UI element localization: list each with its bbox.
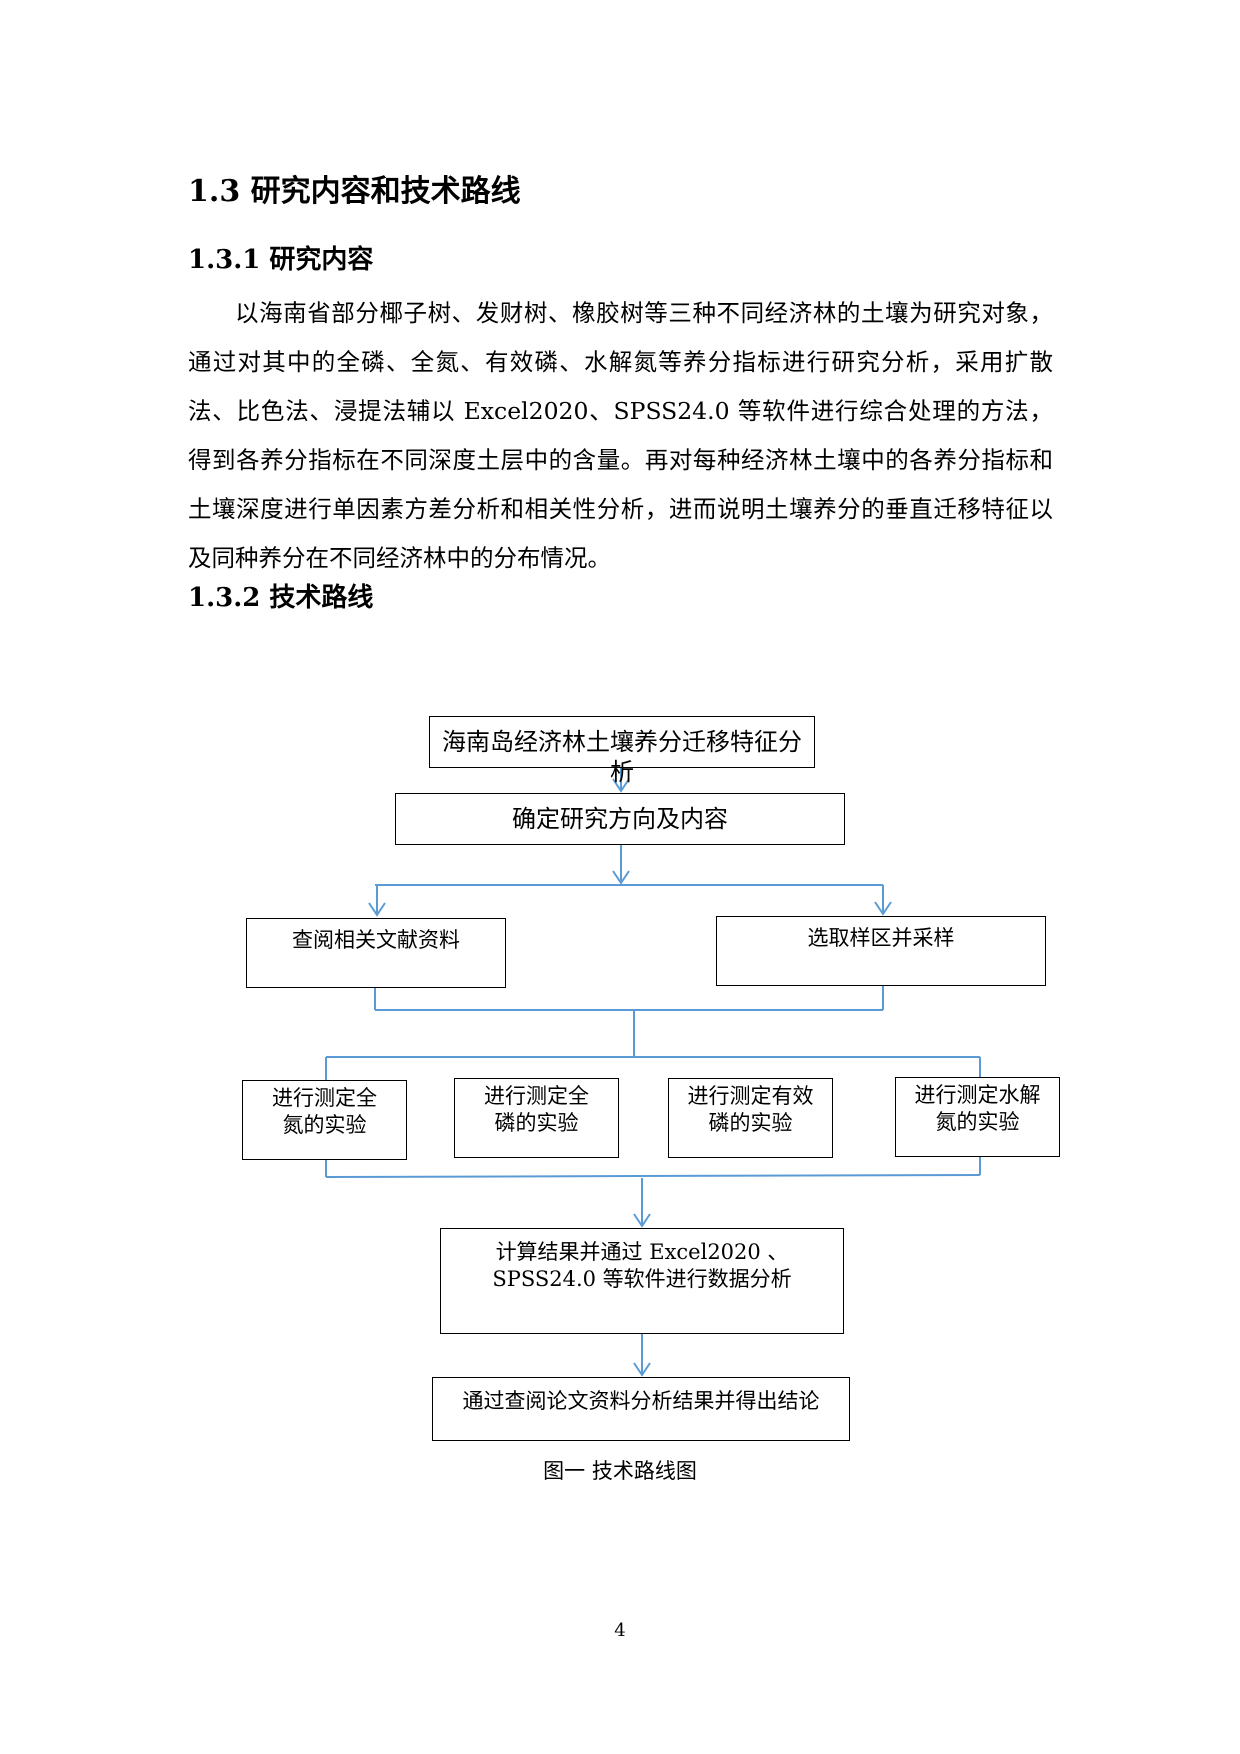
subsection-heading-route: 1.3.2 技术路线 <box>188 583 374 613</box>
arrow-head <box>612 778 630 793</box>
flow-box-exp-total-phosphorus: 进行测定全磷的实验 <box>454 1078 619 1158</box>
arrow-head <box>633 1213 651 1228</box>
flow-box-exp-total-nitrogen: 进行测定全氮的实验 <box>242 1080 407 1160</box>
section-heading: 1.3 研究内容和技术路线 <box>188 174 521 209</box>
figure-caption: 图一 技术路线图 <box>543 1459 697 1483</box>
flow-box-conclusion: 通过查阅论文资料分析结果并得出结论 <box>432 1377 850 1441</box>
arrow-head <box>368 902 386 917</box>
flow-box-data-analysis: 计算结果并通过 Excel2020 、 SPSS24.0 等软件进行数据分析 <box>440 1228 844 1334</box>
arrow-head <box>633 1362 651 1377</box>
research-content-paragraph: 以海南省部分椰子树、发财树、橡胶树等三种不同经济林的土壤为研究对象，通过对其中的… <box>188 299 1053 572</box>
arrow-head <box>874 901 892 916</box>
flow-box-topic: 海南岛经济林土壤养分迁移特征分析 <box>429 716 815 786</box>
arrow-head <box>612 870 630 885</box>
flow-box-sampling: 选取样区并采样 <box>716 916 1046 986</box>
subsection-heading-content: 1.3.1 研究内容 <box>188 245 374 275</box>
merge-line-experiments <box>325 1174 981 1178</box>
flow-box-exp-available-phosphorus: 进行测定有效磷的实验 <box>668 1078 833 1158</box>
flow-box-literature: 查阅相关文献资料 <box>246 918 506 988</box>
flow-box-direction: 确定研究方向及内容 <box>395 793 845 845</box>
flow-box-exp-hydrolyzable-nitrogen: 进行测定水解氮的实验 <box>895 1077 1060 1157</box>
page-number: 4 <box>614 1620 626 1641</box>
